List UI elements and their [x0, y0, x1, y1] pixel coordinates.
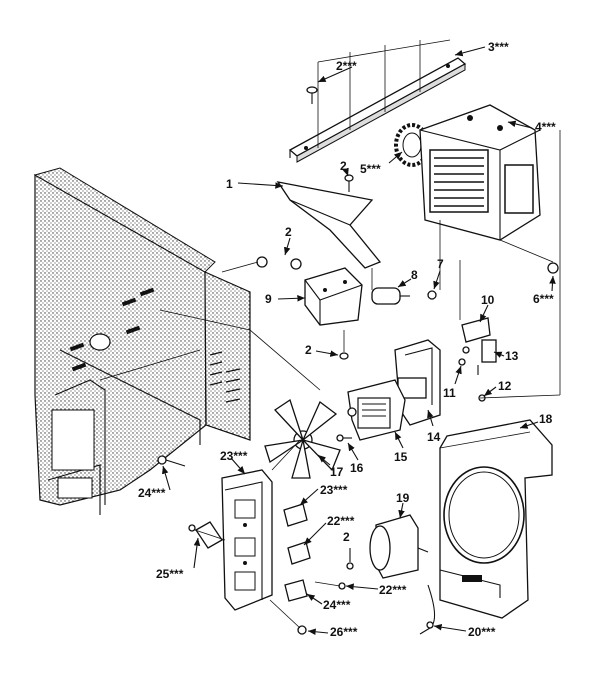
part-8-capacitor: [371, 287, 410, 305]
part-19-wire-harness: [419, 584, 436, 635]
part-16-fan-blade: [264, 398, 341, 479]
label-11-right: 12: [498, 379, 512, 393]
screw-7: [427, 290, 437, 300]
label-2-motor: 2: [343, 530, 350, 544]
label-3: 3***: [488, 40, 509, 54]
label-2-duct: 2: [340, 159, 347, 173]
part-10-thermal-switch: [461, 317, 497, 375]
part-22-switch-lower: [284, 579, 308, 602]
label-2-cabinet: 2: [285, 225, 292, 239]
part-14-fan-motor: [347, 379, 406, 441]
label-4: 4***: [535, 120, 556, 134]
leader-lines: [161, 46, 556, 636]
label-21: 22***: [327, 514, 355, 528]
screws-11: [458, 358, 486, 402]
label-11-left: 11: [443, 386, 456, 400]
callout-labels: 2*** 3*** 4*** 5*** 1 2 2 6*** 7 8 9 2 1…: [138, 40, 556, 639]
screw-2-duct: [344, 174, 354, 192]
label-24: 24***: [138, 486, 166, 500]
label-2-bracket: 2: [305, 343, 312, 357]
label-19: 20***: [468, 625, 496, 639]
label-16: 17: [330, 465, 344, 479]
screw-24: [157, 455, 186, 467]
screw-2-bracket: [339, 330, 349, 360]
label-26: 26***: [330, 625, 358, 639]
label-5: 5***: [360, 162, 381, 176]
part-9-mounting-bracket: [304, 267, 363, 326]
part-4-magnetron: [419, 104, 541, 241]
label-22-upper: 23***: [320, 483, 348, 497]
label-12: 13: [505, 349, 519, 363]
screws-2-cabinet: [221, 256, 302, 273]
part-18-motor: [369, 514, 429, 579]
label-17: 18: [539, 412, 553, 426]
label-8: 8: [411, 268, 418, 282]
label-20: 22***: [379, 583, 407, 597]
part-23-switch-plate: [221, 469, 273, 611]
label-25: 25***: [156, 567, 184, 581]
part-3-mounting-rail: [288, 39, 467, 163]
label-22-lower: 24***: [323, 598, 351, 612]
part-13-fan-bracket: [394, 339, 441, 426]
part-21-switch-mid: [287, 541, 311, 565]
assembly-guide-lines: [194, 130, 561, 629]
label-9: 9: [265, 292, 272, 306]
screw-2-motor: [346, 548, 354, 570]
label-7: 7: [437, 257, 444, 271]
label-10: 10: [481, 293, 495, 307]
label-15: 16: [350, 461, 364, 475]
oven-cabinet-chassis: [33, 167, 251, 515]
screw-15: [336, 434, 352, 442]
label-14: 15: [394, 450, 408, 464]
part-1-waveguide-duct: [276, 181, 382, 269]
screw-2-top: [306, 86, 318, 104]
part-17-fan-housing: [439, 419, 553, 619]
part-22-switch-upper: [283, 503, 308, 527]
label-23: 23***: [220, 449, 248, 463]
label-18: 19: [396, 491, 410, 505]
label-1: 1: [226, 177, 233, 191]
part-25-latch-lever: [188, 521, 223, 549]
label-6: 6***: [533, 292, 554, 306]
label-2-top: 2***: [336, 59, 357, 73]
label-13: 14: [427, 430, 441, 444]
nut-6: [499, 239, 559, 274]
screw-20: [314, 581, 346, 590]
